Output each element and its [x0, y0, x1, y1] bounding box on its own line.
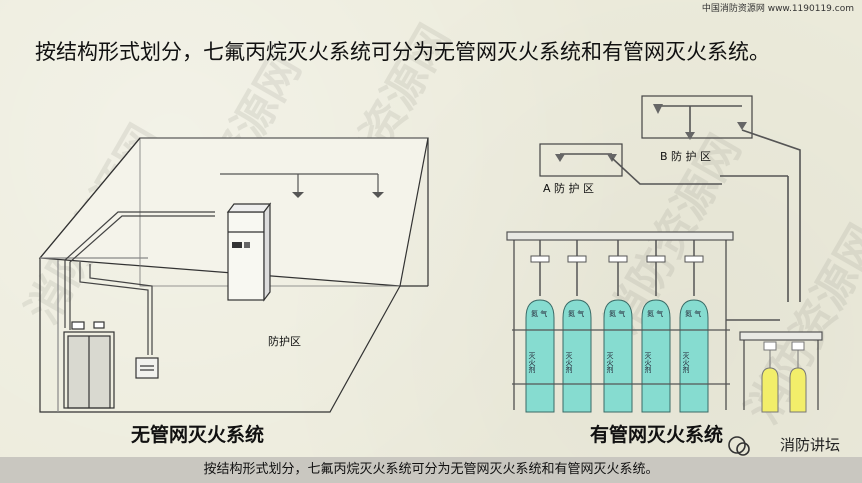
cylinder-3	[603, 240, 633, 413]
right-diagram-caption: 有管网灭火系统	[590, 424, 724, 446]
cylinder-top-label-5: 氮 气	[685, 309, 701, 318]
cylinder-agent-label-4: 灭火剂	[644, 352, 652, 374]
chat-bubble-icon	[728, 436, 750, 456]
left-zone-label: 防护区	[268, 334, 301, 348]
cylinder-1	[525, 240, 555, 413]
zone-b-label: B 防 护 区	[660, 149, 711, 163]
left-diagram-caption: 无管网灭火系统	[131, 424, 265, 446]
zone-a-label: A 防 护 区	[543, 181, 594, 195]
cylinder-labels: 氮 气 氮 气 氮 气 氮 气 氮 气 灭火剂 灭火剂 灭火剂 灭火剂 灭火剂	[528, 309, 701, 374]
cylinder-5	[679, 240, 709, 413]
extinguishing-cylinders	[512, 240, 730, 413]
cylinder-agent-label-5: 灭火剂	[682, 352, 690, 374]
caption-bar: 按结构形式划分，七氟丙烷灭火系统可分为无管网灭火系统和有管网灭火系统。	[0, 457, 862, 483]
cylinder-top-label-1: 氮 气	[531, 309, 547, 318]
cylinder-2	[562, 240, 592, 413]
cylinder-agent-label-3: 灭火剂	[606, 352, 614, 374]
cylinder-top-label-4: 氮 气	[647, 309, 663, 318]
cylinder-top-label-2: 氮 气	[568, 309, 584, 318]
cylinder-agent-label-1: 灭火剂	[528, 352, 536, 374]
pilot-cylinders	[761, 341, 807, 413]
brand-label: 消防讲坛	[779, 436, 840, 454]
cylinder-4	[641, 240, 671, 413]
cylinder-top-label-3: 氮 气	[609, 309, 625, 318]
source-label: 中国消防资源网 www.1190119.com	[701, 4, 854, 14]
left-room-diagram	[38, 137, 429, 413]
right-system-diagram	[506, 95, 823, 410]
cylinder-agent-label-2: 灭火剂	[565, 352, 573, 374]
page-title: 按结构形式划分，七氟丙烷灭火系统可分为无管网灭火系统和有管网灭火系统。	[35, 40, 770, 64]
